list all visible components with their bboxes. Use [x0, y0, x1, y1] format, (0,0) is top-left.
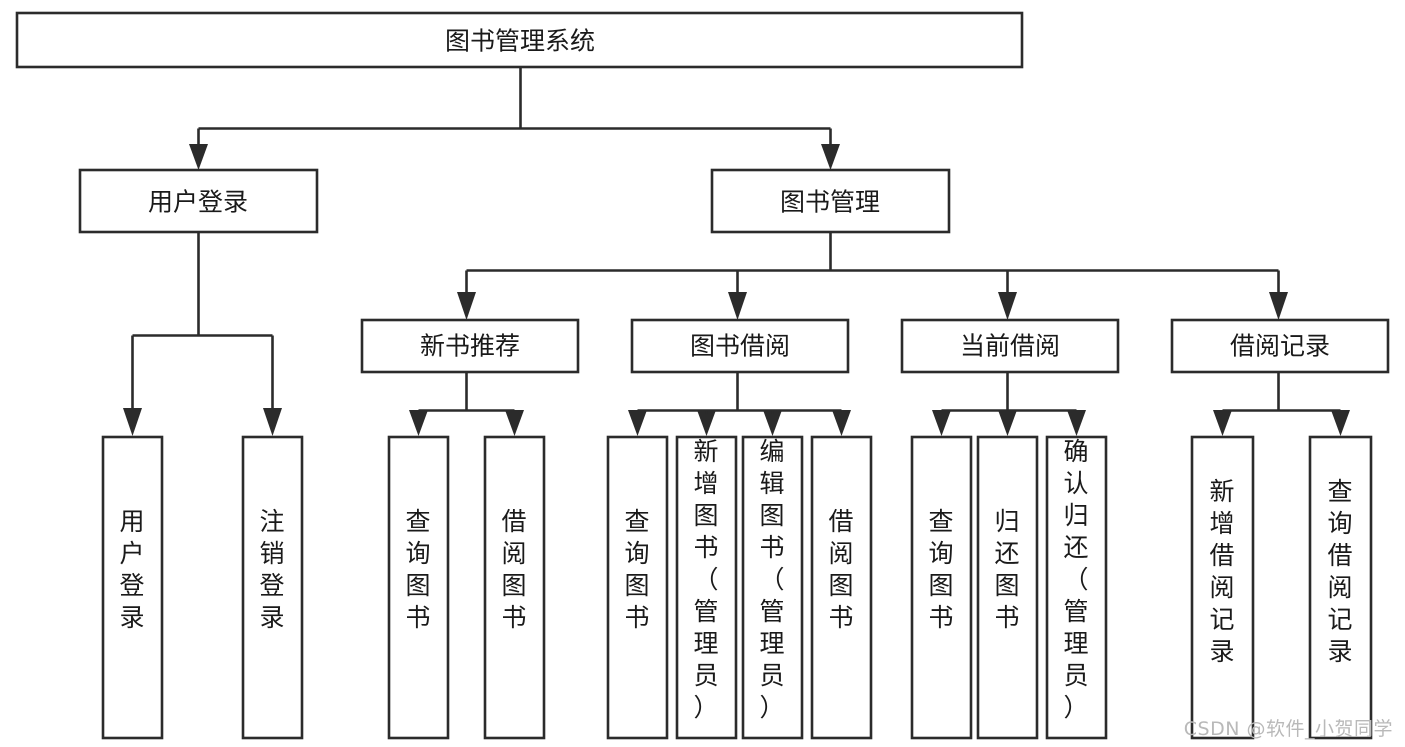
- arrow-head-leaf-return-book: [998, 410, 1017, 436]
- node-leaf-borrow-book-1-box[interactable]: [483, 435, 546, 740]
- arrow-head-leaf-edit-book: [763, 410, 782, 436]
- node-leaf-add-book-label: 新增图书（管理员）: [693, 437, 718, 722]
- node-leaf-add-book[interactable]: 新增图书（管理员）: [675, 435, 738, 740]
- node-book-borrow-box[interactable]: [630, 318, 850, 374]
- node-leaf-borrow-book-1[interactable]: 借阅图书: [483, 435, 546, 740]
- node-new-book-recommend-box[interactable]: [360, 318, 580, 374]
- node-leaf-user-login-box[interactable]: [101, 435, 164, 740]
- node-current-borrow[interactable]: 当前借阅: [900, 318, 1120, 374]
- node-leaf-query-record-label: 查询借阅记录: [1327, 477, 1352, 666]
- arrow-head-leaf-add-record: [1213, 410, 1232, 436]
- node-leaf-add-record-label: 新增借阅记录: [1209, 477, 1234, 666]
- node-root[interactable]: 图书管理系统: [15, 11, 1024, 69]
- node-leaf-logout-login-label: 注销登录: [259, 507, 284, 632]
- node-leaf-edit-book-label: 编辑图书（管理员）: [759, 437, 784, 722]
- arrow-head-current-borrow: [998, 292, 1017, 320]
- node-leaf-query-book-2-label: 查询图书: [624, 507, 649, 632]
- node-book-borrow[interactable]: 图书借阅: [630, 318, 850, 374]
- node-leaf-query-book-2[interactable]: 查询图书: [606, 435, 669, 740]
- arrow-head-new-book-recommend: [457, 292, 476, 320]
- node-leaf-user-login-label: 用户登录: [119, 507, 144, 632]
- node-leaf-query-book-1-label: 查询图书: [405, 507, 430, 632]
- node-leaf-return-book-box[interactable]: [976, 435, 1039, 740]
- connectors-user-login: [123, 232, 282, 436]
- node-leaf-query-book-3-box[interactable]: [910, 435, 973, 740]
- node-book-management[interactable]: 图书管理: [710, 168, 951, 234]
- node-root-box[interactable]: [15, 11, 1024, 69]
- node-leaf-return-book-label: 归还图书: [994, 507, 1019, 632]
- arrow-head-leaf-query-book-1: [409, 410, 428, 436]
- connectors-root: [189, 67, 840, 170]
- node-user-login[interactable]: 用户登录: [78, 168, 319, 234]
- arrow-head-book-management: [821, 144, 840, 170]
- node-leaf-query-record-box[interactable]: [1308, 435, 1373, 740]
- node-leaf-query-book-2-box[interactable]: [606, 435, 669, 740]
- node-leaf-borrow-book-2[interactable]: 借阅图书: [810, 435, 873, 740]
- node-book-borrow-label: 图书借阅: [690, 332, 790, 361]
- connectors-book-management: [457, 232, 1288, 320]
- node-current-borrow-box[interactable]: [900, 318, 1120, 374]
- node-leaf-add-book-box[interactable]: [675, 435, 738, 740]
- arrow-head-leaf-user-login: [123, 408, 142, 436]
- node-leaf-logout-login-box[interactable]: [241, 435, 304, 740]
- node-leaf-confirm-return-label: 确认归还（管理员）: [1063, 437, 1088, 722]
- node-leaf-add-record[interactable]: 新增借阅记录: [1190, 435, 1255, 740]
- arrow-head-book-borrow: [728, 292, 747, 320]
- node-leaf-borrow-book-2-label: 借阅图书: [828, 507, 853, 632]
- node-borrow-record[interactable]: 借阅记录: [1170, 318, 1390, 374]
- arrow-head-leaf-logout-login: [263, 408, 282, 436]
- node-leaf-query-record[interactable]: 查询借阅记录: [1308, 435, 1373, 740]
- node-book-management-box[interactable]: [710, 168, 951, 234]
- arrow-head-leaf-query-book-2: [628, 410, 647, 436]
- node-leaf-query-book-3-label: 查询图书: [928, 507, 953, 632]
- connectors-current-borrow: [932, 372, 1086, 436]
- node-leaf-user-login[interactable]: 用户登录: [101, 435, 164, 740]
- node-root-label: 图书管理系统: [445, 27, 595, 56]
- arrow-head-leaf-add-book: [697, 410, 716, 436]
- connectors-borrow-record: [1213, 372, 1350, 436]
- node-leaf-return-book[interactable]: 归还图书: [976, 435, 1039, 740]
- node-new-book-recommend-label: 新书推荐: [420, 332, 520, 361]
- node-user-login-label: 用户登录: [148, 188, 248, 217]
- node-leaf-add-record-box[interactable]: [1190, 435, 1255, 740]
- node-leaf-confirm-return[interactable]: 确认归还（管理员）: [1045, 435, 1108, 740]
- node-book-management-label: 图书管理: [780, 188, 880, 217]
- arrow-head-leaf-borrow-book-2: [832, 410, 851, 436]
- node-leaf-logout-login[interactable]: 注销登录: [241, 435, 304, 740]
- node-leaf-confirm-return-box[interactable]: [1045, 435, 1108, 740]
- node-leaf-query-book-1-box[interactable]: [387, 435, 450, 740]
- arrow-head-user-login: [189, 144, 208, 170]
- arrow-head-borrow-record: [1269, 292, 1288, 320]
- node-user-login-box[interactable]: [78, 168, 319, 234]
- arrow-head-leaf-borrow-book-1: [505, 410, 524, 436]
- node-leaf-edit-book[interactable]: 编辑图书（管理员）: [741, 435, 804, 740]
- connectors-book-borrow: [628, 372, 851, 436]
- connectors-new-book-recommend: [409, 372, 524, 436]
- arrow-head-leaf-confirm-return: [1067, 410, 1086, 436]
- arrow-head-leaf-query-book-3: [932, 410, 951, 436]
- node-leaf-borrow-book-1-label: 借阅图书: [501, 507, 526, 632]
- node-borrow-record-label: 借阅记录: [1230, 332, 1330, 361]
- arrow-head-leaf-query-record: [1331, 410, 1350, 436]
- node-new-book-recommend[interactable]: 新书推荐: [360, 318, 580, 374]
- node-leaf-query-book-1[interactable]: 查询图书: [387, 435, 450, 740]
- node-borrow-record-box[interactable]: [1170, 318, 1390, 374]
- node-leaf-borrow-book-2-box[interactable]: [810, 435, 873, 740]
- node-leaf-edit-book-box[interactable]: [741, 435, 804, 740]
- node-current-borrow-label: 当前借阅: [960, 332, 1060, 361]
- node-leaf-query-book-3[interactable]: 查询图书: [910, 435, 973, 740]
